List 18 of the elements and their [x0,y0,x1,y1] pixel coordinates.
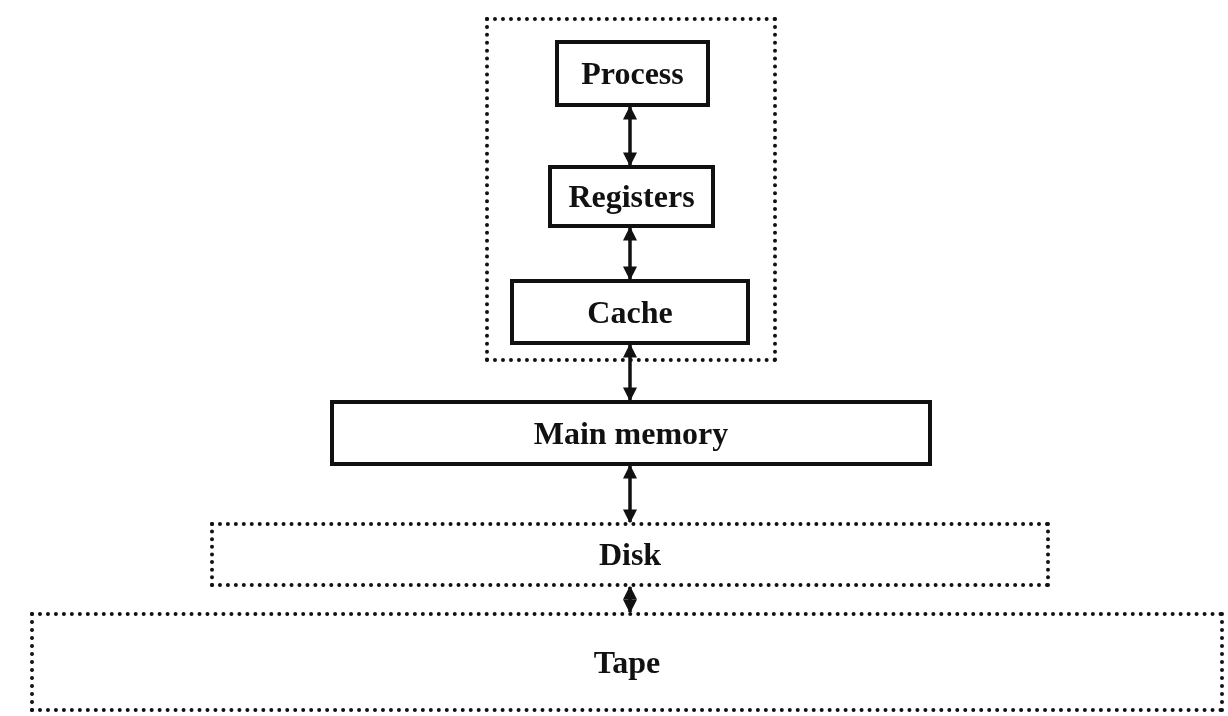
box-label: Disk [598,536,662,573]
double-arrow [623,464,637,524]
process-box [330,400,932,466]
process-box [555,40,710,107]
box-label: Process [581,55,684,92]
double-arrow [623,585,637,614]
double-arrow [623,105,637,167]
dotted-box [210,522,1050,587]
dotted-box [30,612,1224,712]
process-box [548,165,715,228]
box-label: Cache [587,293,673,331]
process-box [510,279,750,345]
box-label: Main memory [533,414,729,452]
dotted-group-box [485,17,777,362]
box-label: Registers [568,178,695,215]
double-arrow [623,343,637,402]
double-arrow [623,226,637,281]
box-label: Tape [593,643,661,681]
